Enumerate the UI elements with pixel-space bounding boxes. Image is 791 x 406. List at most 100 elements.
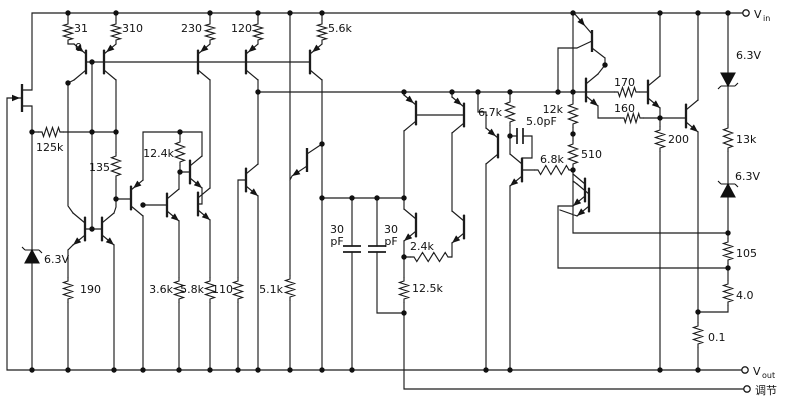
vin-terminal	[742, 9, 750, 17]
resistor-230-label: 230	[181, 22, 202, 35]
adjust-terminal	[743, 385, 751, 393]
junction-dot	[657, 367, 663, 373]
resistor-110-label: 110	[212, 283, 233, 296]
resistor-5k1-label: 5.1k	[259, 283, 283, 296]
vout-terminal	[741, 366, 749, 374]
junction-dot	[570, 89, 576, 95]
zener-right-label: 6.3V	[735, 170, 760, 183]
feedback-cap-5p0	[516, 128, 524, 144]
junction-dot	[483, 367, 489, 373]
resistor-3k6-label: 3.6k	[149, 283, 173, 296]
vout-label: V	[753, 365, 761, 378]
zener-diodes	[21, 72, 739, 264]
compensation-cap-1	[343, 245, 361, 253]
compensation-cap-2	[368, 245, 386, 253]
junction-dot	[725, 10, 731, 16]
junction-dot	[89, 59, 95, 65]
arrow	[12, 94, 20, 102]
junction-dot	[570, 131, 576, 137]
vin-label-sub: in	[763, 14, 770, 23]
cap-5p0-label: 5.0pF	[526, 115, 557, 128]
junction-dot	[176, 367, 182, 373]
junction-dot	[29, 367, 35, 373]
vout-label-sub: out	[762, 371, 775, 380]
junction-dot	[555, 89, 561, 95]
junction-dot	[255, 10, 261, 16]
junction-dot	[507, 89, 513, 95]
cap-30pf-2-label-1: 30	[384, 223, 398, 236]
adjust-label: 调节	[755, 384, 777, 397]
junction-dot	[349, 367, 355, 373]
resistor-310a-label-1: 31	[74, 22, 88, 35]
junction-dot	[570, 167, 576, 173]
resistor-bodies	[38, 20, 735, 348]
junction-dot	[657, 115, 663, 121]
junction-dot	[255, 367, 261, 373]
arrow	[577, 17, 585, 26]
junction-dot	[89, 226, 95, 232]
junction-dot	[113, 10, 119, 16]
resistor-12k-label: 12k	[543, 103, 564, 116]
junction-dot	[401, 195, 407, 201]
zener-topright-label: 6.3V	[736, 49, 761, 62]
cap-30pf-2-label-2: pF	[384, 235, 397, 248]
junction-dot	[65, 10, 71, 16]
resistor-120-label: 120	[231, 22, 252, 35]
junction-dot	[207, 367, 213, 373]
junction-dot	[449, 89, 455, 95]
cap-30pf-1-label-2: pF	[330, 235, 343, 248]
schematic-geometry	[6, 10, 745, 390]
resistor-0p1-label: 0.1	[708, 331, 726, 344]
junction-dot	[657, 10, 663, 16]
junction-dot	[319, 367, 325, 373]
resistor-5k6-label: 5.6k	[328, 22, 352, 35]
vin-label: V	[754, 8, 762, 21]
junction-dot	[319, 141, 325, 147]
junction-dot	[177, 129, 183, 135]
junction-dot	[319, 195, 325, 201]
junction-dot	[507, 367, 513, 373]
junction-dot	[113, 129, 119, 135]
resistor-160-label: 160	[614, 102, 635, 115]
wires	[6, 12, 745, 390]
junction-dot	[113, 196, 119, 202]
junction-dot	[401, 254, 407, 260]
junction-dot	[255, 89, 261, 95]
resistor-170-label: 170	[614, 76, 635, 89]
junction-dot	[725, 230, 731, 236]
junction-dot	[235, 367, 241, 373]
junction-dot	[695, 309, 701, 315]
junction-dot	[140, 202, 146, 208]
junction-dot	[177, 169, 183, 175]
zener-left-label: 6.3V	[44, 253, 69, 266]
junction-dot	[401, 89, 407, 95]
junction-dot	[29, 129, 35, 135]
junction-dot	[374, 195, 380, 201]
device-bars	[20, 30, 594, 172]
resistor-200-label: 200	[668, 133, 689, 146]
zener-right-6v3	[717, 180, 739, 198]
resistor-5k8-label: 5.8k	[180, 283, 204, 296]
resistor-105-label: 105	[736, 247, 757, 260]
junction-dot	[349, 195, 355, 201]
junction-dot	[401, 310, 407, 316]
junction-dot	[602, 62, 608, 68]
resistor-310a-label-2: 0	[75, 41, 82, 54]
transistor-bars	[83, 50, 688, 241]
junction-dot	[570, 10, 576, 16]
resistor-13k-label: 13k	[736, 133, 757, 146]
junction-dot	[319, 10, 325, 16]
junction-dot	[65, 80, 71, 86]
resistor-12k4-label: 12.4k	[143, 147, 174, 160]
resistor-2k4-label: 2.4k	[410, 240, 434, 253]
resistor-190-label: 190	[80, 283, 101, 296]
arrow	[292, 168, 301, 176]
capacitor-plates	[343, 128, 524, 253]
junction-dot	[507, 133, 513, 139]
resistor-510-label: 510	[581, 148, 602, 161]
resistor-6k7-label: 6.7k	[478, 106, 502, 119]
terminals	[741, 9, 751, 393]
resistor-4p0-label: 4.0	[736, 289, 754, 302]
